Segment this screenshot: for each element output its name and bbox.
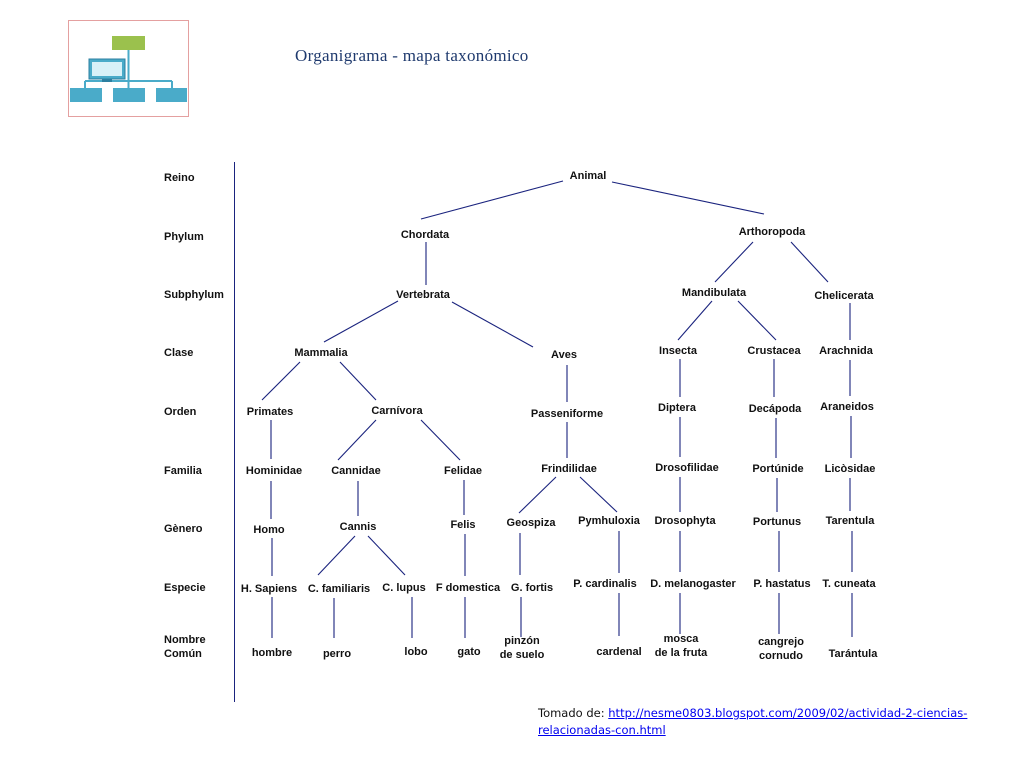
edge-carnivora-to-felidae [420,419,461,461]
node-decapoda: Decápoda [749,403,802,415]
node-insecta: Insecta [659,345,698,357]
edge-cannis-to-cfamiliaris [317,535,356,576]
node-gato: gato [457,646,481,658]
rank-label-3: Clase [164,347,194,359]
rank-label-0: Reino [164,172,195,184]
node-clupus: C. lupus [382,582,425,594]
edge-carnivora-to-cannidae [337,419,377,461]
node-hsapiens: H. Sapiens [241,583,297,595]
node-portunide: Portúnide [752,463,803,475]
node-chelicerata: Chelicerata [814,290,874,302]
node-aves: Aves [551,349,577,361]
node-tcuneata: T. cuneata [822,578,876,590]
edge-frindilidae-to-pymhuloxia [579,476,618,513]
node-portunus: Portunus [753,516,801,528]
node-drosophyta: Drosophyta [654,515,716,527]
edge-mandibulata-to-insecta [677,300,713,341]
edge-vertebrata-to-aves [451,301,534,348]
node-perro: perro [323,648,351,660]
node-hominidae: Hominidae [246,465,302,477]
node-homo: Homo [253,524,284,536]
source-link[interactable]: http://nesme0803.blogspot.com/2009/02/ac… [538,706,968,737]
node-felidae: Felidae [444,465,482,477]
node-dmelanogaster: D. melanogaster [650,578,736,590]
node-cfamiliaris: C. familiaris [308,583,370,595]
rank-label-2: Subphylum [164,289,224,301]
node-chordata: Chordata [401,229,450,241]
org-chart-logo-icon [68,20,189,117]
edge-animal-to-chordata [420,180,564,220]
node-araneidos: Araneidos [820,401,874,413]
node-arachnida: Arachnida [819,345,874,357]
node-cannis: Cannis [340,521,377,533]
edge-mandibulata-to-crustacea [737,300,777,341]
source-citation: Tomado de: http://nesme0803.blogspot.com… [538,705,998,739]
node-vertebrata: Vertebrata [396,289,451,301]
node-diptera: Diptera [658,402,697,414]
edge-cannis-to-clupus [367,535,406,576]
node-carnivora: Carnívora [371,405,423,417]
org-chart-icon-graphic [70,36,187,102]
node-felis: Felis [450,519,475,531]
node-arthropoda: Arthoropoda [739,226,806,238]
node-crustacea: Crustacea [747,345,801,357]
edge-arthropoda-to-mandibulata [714,241,754,283]
rank-label-7: Especie [164,582,206,594]
node-primates: Primates [247,406,293,418]
node-cannidae: Cannidae [331,465,381,477]
node-phastatus: P. hastatus [753,578,810,590]
node-geospiza: Geospiza [507,517,557,529]
node-animal: Animal [570,170,607,182]
node-frindilidae: Frindilidae [541,463,597,475]
rank-label-5: Familia [164,465,202,477]
source-prefix: Tomado de: [538,706,609,720]
node-passeriforme: Passeniforme [531,408,603,420]
node-pcardinalis: P. cardinalis [573,578,636,590]
node-tarantula: Tarántula [829,648,879,660]
node-hombre: hombre [252,647,292,659]
edge-mammalia-to-carnivora [339,361,377,401]
node-lobo: lobo [404,646,427,658]
edge-mammalia-to-primates [261,361,301,401]
edge-arthropoda-to-chelicerata [790,241,829,283]
node-gfortis: G. fortis [511,582,553,594]
node-mandibulata: Mandibulata [682,287,747,299]
rank-label-1: Phylum [164,231,204,243]
node-cardenal: cardenal [596,646,641,658]
node-tarentula: Tarentula [826,515,876,527]
node-fdomestica: F domestica [436,582,501,594]
rank-label-4: Orden [164,406,197,418]
node-drosofilidae: Drosofilidae [655,462,719,474]
slide-title: Organigrama - mapa taxonómico [295,46,529,65]
edge-vertebrata-to-mammalia [323,300,399,343]
node-pymhuloxia: Pymhuloxia [578,515,641,527]
edge-frindilidae-to-geospiza [518,476,557,514]
edge-animal-to-arthropoda [611,181,765,215]
node-mammalia: Mammalia [294,347,348,359]
rank-label-6: Gènero [164,523,203,535]
node-licosidae: Licòsidae [825,463,876,475]
rank-divider [234,162,235,702]
